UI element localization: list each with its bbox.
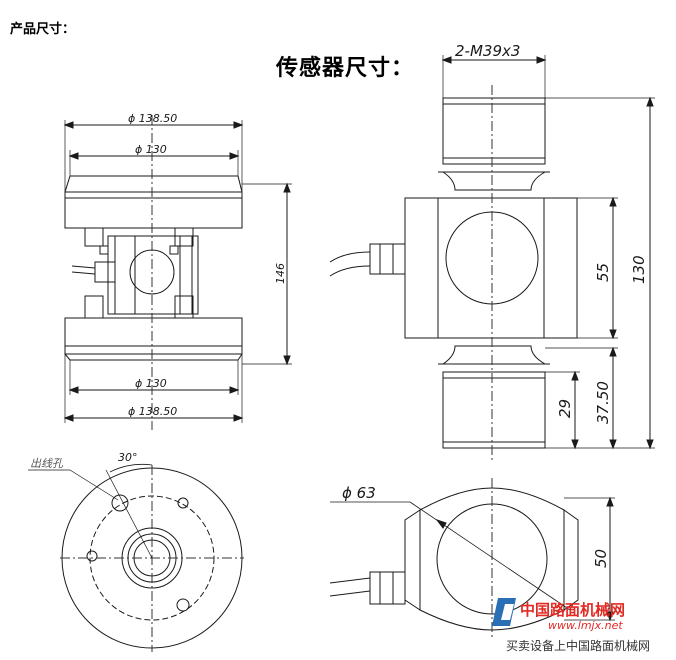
cable-hole-label: 出线孔 — [30, 457, 64, 470]
dim-bore-diameter: ϕ 63 — [342, 484, 376, 502]
sensor-side-view — [329, 55, 655, 460]
watermark-logo-icon — [492, 598, 516, 626]
dim-thread-spec: 2-M39x3 — [455, 42, 520, 60]
assembly-front-view — [63, 115, 292, 430]
dim-thread-length: 29 — [556, 399, 574, 418]
angle-label: 30° — [118, 451, 138, 464]
watermark-url: www.lmjx.net — [548, 619, 623, 632]
dim-assembly-height: 146 — [274, 263, 287, 284]
dim-inner-diameter-bottom: ϕ 130 — [135, 377, 167, 390]
dim-outer-diameter-top: ϕ 138.50 — [128, 112, 177, 125]
dim-total-height: 130 — [630, 255, 648, 284]
sensor-dimensions-title: 传感器尺寸： — [276, 55, 415, 81]
dim-width: 50 — [592, 549, 610, 568]
watermark-slogan: 买卖设备上中国路面机械网 — [506, 639, 651, 653]
dim-inner-diameter-top: ϕ 130 — [135, 143, 167, 156]
product-dimensions-title: 产品尺寸： — [10, 22, 76, 37]
flange-top-view — [28, 463, 244, 652]
sensor-top-view — [329, 478, 615, 640]
dim-outer-diameter-bottom: ϕ 138.50 — [128, 405, 177, 418]
dim-end-length: 37.50 — [594, 381, 612, 424]
dim-center-height: 55 — [594, 263, 612, 282]
watermark-site-name: 中国路面机械网 — [520, 601, 626, 619]
